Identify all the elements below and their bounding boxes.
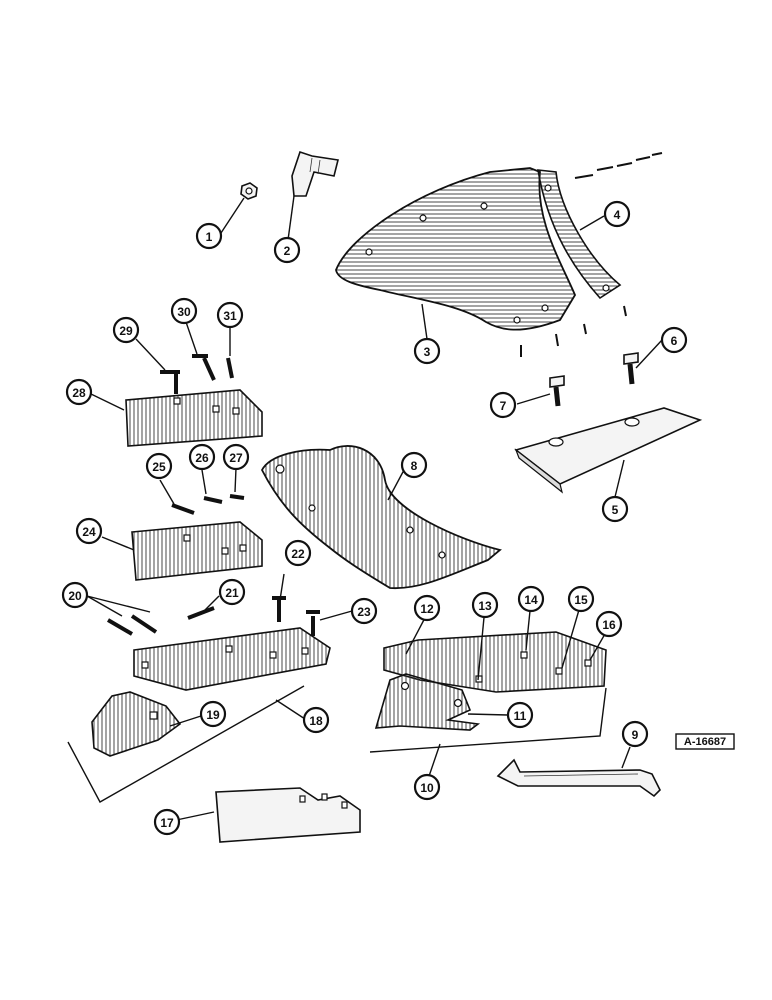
- svg-text:17: 17: [160, 816, 174, 830]
- svg-text:13: 13: [478, 599, 492, 613]
- callout-3: 3: [413, 337, 441, 365]
- assembly-bracket-18: [67, 685, 305, 803]
- svg-text:26: 26: [195, 451, 209, 465]
- callout-20: 20: [61, 581, 89, 609]
- callout-23: 23: [350, 597, 378, 625]
- callout-15: 15: [567, 585, 595, 613]
- callout-7: 7: [489, 391, 517, 419]
- svg-text:4: 4: [614, 208, 621, 222]
- svg-text:25: 25: [152, 460, 166, 474]
- frog-part-11: [374, 673, 481, 731]
- svg-text:20: 20: [68, 589, 82, 603]
- landside-plate-assembly-10: [383, 631, 607, 693]
- callout-31: 31: [216, 301, 244, 329]
- svg-text:18: 18: [309, 714, 323, 728]
- svg-text:12: 12: [420, 602, 434, 616]
- callout-9: 9: [621, 720, 649, 748]
- bolt-set-29-31: [160, 354, 234, 394]
- svg-text:31: 31: [223, 309, 237, 323]
- svg-text:29: 29: [119, 324, 133, 338]
- svg-text:23: 23: [357, 605, 371, 619]
- svg-text:7: 7: [500, 399, 507, 413]
- callout-19: 19: [199, 700, 227, 728]
- nut-part: [240, 182, 258, 200]
- callout-8: 8: [400, 451, 428, 479]
- callout-10: 10: [413, 773, 441, 801]
- svg-text:16: 16: [602, 618, 616, 632]
- callout-22: 22: [284, 539, 312, 567]
- svg-text:11: 11: [514, 709, 527, 723]
- callout-6: 6: [660, 326, 688, 354]
- callout-13: 13: [471, 591, 499, 619]
- bracket-part: [291, 150, 339, 197]
- extension-part: [537, 169, 622, 300]
- callout-24: 24: [75, 517, 103, 545]
- callout-28: 28: [65, 378, 93, 406]
- svg-text:9: 9: [632, 728, 639, 742]
- callout-26: 26: [188, 443, 216, 471]
- svg-text:24: 24: [82, 525, 96, 539]
- callout-21: 21: [218, 578, 246, 606]
- callout-14: 14: [517, 585, 545, 613]
- callout-4: 4: [603, 200, 631, 228]
- svg-text:A-16687: A-16687: [684, 736, 726, 748]
- assembly-bracket-10: [369, 687, 607, 753]
- bolt-6: [623, 352, 639, 385]
- callout-16: 16: [595, 610, 623, 638]
- callout-29: 29: [112, 316, 140, 344]
- svg-text:14: 14: [524, 593, 538, 607]
- svg-text:5: 5: [612, 503, 619, 517]
- share-part: [260, 445, 502, 590]
- plate-part: [514, 407, 703, 494]
- svg-text:8: 8: [411, 459, 418, 473]
- svg-text:27: 27: [229, 451, 243, 465]
- svg-text:15: 15: [574, 593, 588, 607]
- callout-1: 1: [195, 222, 223, 250]
- callout-2: 2: [273, 236, 301, 264]
- callout-17: 17: [153, 808, 181, 836]
- bolt-set-22-23: [272, 596, 320, 636]
- svg-text:21: 21: [225, 586, 239, 600]
- bolt-set-20-21: [106, 606, 215, 636]
- svg-text:10: 10: [420, 781, 434, 795]
- svg-text:6: 6: [671, 334, 678, 348]
- callout-25: 25: [145, 452, 173, 480]
- svg-text:30: 30: [177, 305, 191, 319]
- landside-part-17: [215, 787, 361, 843]
- svg-text:1: 1: [206, 230, 213, 244]
- landside-plate-18: [133, 627, 331, 691]
- bolt-7: [549, 375, 565, 407]
- bolt-set-25-27: [171, 494, 245, 515]
- landside-plate-24: [131, 521, 263, 581]
- moldboard-part: [335, 167, 577, 331]
- heel-part-19: [91, 691, 182, 757]
- brace-part-9: [496, 758, 661, 798]
- callout-18: 18: [302, 706, 330, 734]
- callout-27: 27: [222, 443, 250, 471]
- svg-text:22: 22: [291, 547, 305, 561]
- svg-text:3: 3: [424, 345, 431, 359]
- svg-text:28: 28: [72, 386, 86, 400]
- callout-12: 12: [413, 594, 441, 622]
- callout-5: 5: [601, 495, 629, 523]
- reference-code-label: A-16687: [675, 733, 735, 750]
- svg-text:19: 19: [206, 708, 220, 722]
- landside-plate-28: [125, 389, 263, 447]
- callout-11: 11: [506, 701, 534, 729]
- svg-text:2: 2: [284, 244, 291, 258]
- bolt-set-top: [520, 152, 663, 357]
- callout-30: 30: [170, 297, 198, 325]
